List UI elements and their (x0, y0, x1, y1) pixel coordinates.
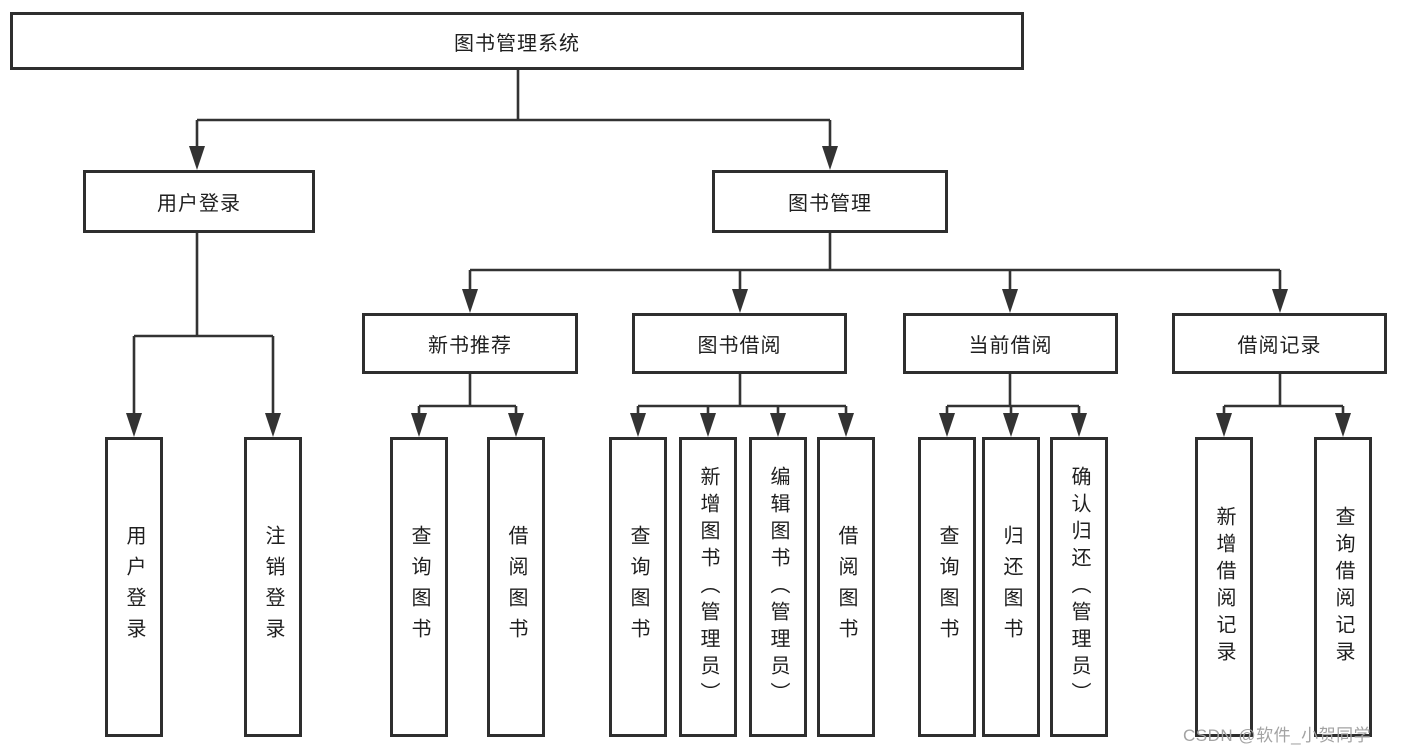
connector-newbook-to-leaves (411, 374, 524, 437)
node-label: 图书管理 (788, 193, 872, 215)
connector-root-to-level2 (189, 70, 838, 170)
leaf-label: 编辑图书（管理员） (767, 465, 789, 709)
node-library-management-system: 图书管理系统 (10, 12, 1024, 70)
node-label: 当前借阅 (968, 335, 1053, 357)
node-label: 借阅记录 (1237, 335, 1322, 357)
leaf-records-add-borrow-record: 新增借阅记录 (1195, 437, 1253, 737)
leaf-borrowing-add-books-admin: 新增图书（管理员） (679, 437, 737, 737)
leaf-user-login: 用户登录 (105, 437, 163, 737)
leaf-current-query-books: 查询图书 (918, 437, 976, 737)
leaf-logout: 注销登录 (244, 437, 302, 737)
node-label: 新书推荐 (428, 335, 512, 357)
leaf-borrowing-edit-books-admin: 编辑图书（管理员） (749, 437, 807, 737)
leaf-label: 新增图书（管理员） (697, 465, 719, 709)
connector-records-to-leaves (1216, 374, 1351, 437)
leaf-label: 查询图书 (408, 525, 430, 649)
node-label: 图书管理系统 (454, 32, 580, 55)
leaf-current-confirm-return-admin: 确认归还（管理员） (1050, 437, 1108, 737)
connector-borrow-to-leaves (630, 374, 854, 437)
node-book-borrowing: 图书借阅 (632, 313, 847, 374)
leaf-label: 查询借阅记录 (1332, 506, 1354, 668)
leaf-label: 确认归还（管理员） (1068, 465, 1090, 709)
node-label: 图书借阅 (697, 335, 782, 357)
node-current-borrowing: 当前借阅 (903, 313, 1118, 374)
leaf-label: 查询图书 (936, 525, 958, 649)
leaf-label: 查询图书 (627, 525, 649, 649)
leaf-recommend-query-books: 查询图书 (390, 437, 448, 737)
leaf-label: 借阅图书 (835, 525, 857, 649)
leaf-recommend-borrow-books: 借阅图书 (487, 437, 545, 737)
node-user-login: 用户登录 (83, 170, 315, 233)
node-borrowing-records: 借阅记录 (1172, 313, 1387, 374)
node-label: 用户登录 (157, 193, 241, 215)
leaf-label: 借阅图书 (505, 525, 527, 649)
leaf-current-return-books: 归还图书 (982, 437, 1040, 737)
leaf-label: 注销登录 (262, 525, 284, 649)
leaf-borrowing-query-books: 查询图书 (609, 437, 667, 737)
leaf-label: 新增借阅记录 (1213, 506, 1235, 668)
connector-current-to-leaves (939, 374, 1087, 437)
leaf-borrowing-borrow-books: 借阅图书 (817, 437, 875, 737)
leaf-label: 归还图书 (1000, 525, 1022, 649)
connector-bookmgmt-to-level3 (462, 233, 1288, 313)
node-book-management: 图书管理 (712, 170, 948, 233)
connector-userlogin-to-leaves (126, 233, 281, 437)
leaf-records-query-borrow-record: 查询借阅记录 (1314, 437, 1372, 737)
csdn-watermark: CSDN @软件_小贺同学 (1183, 726, 1372, 745)
node-new-book-recommend: 新书推荐 (362, 313, 578, 374)
leaf-label: 用户登录 (123, 525, 145, 649)
